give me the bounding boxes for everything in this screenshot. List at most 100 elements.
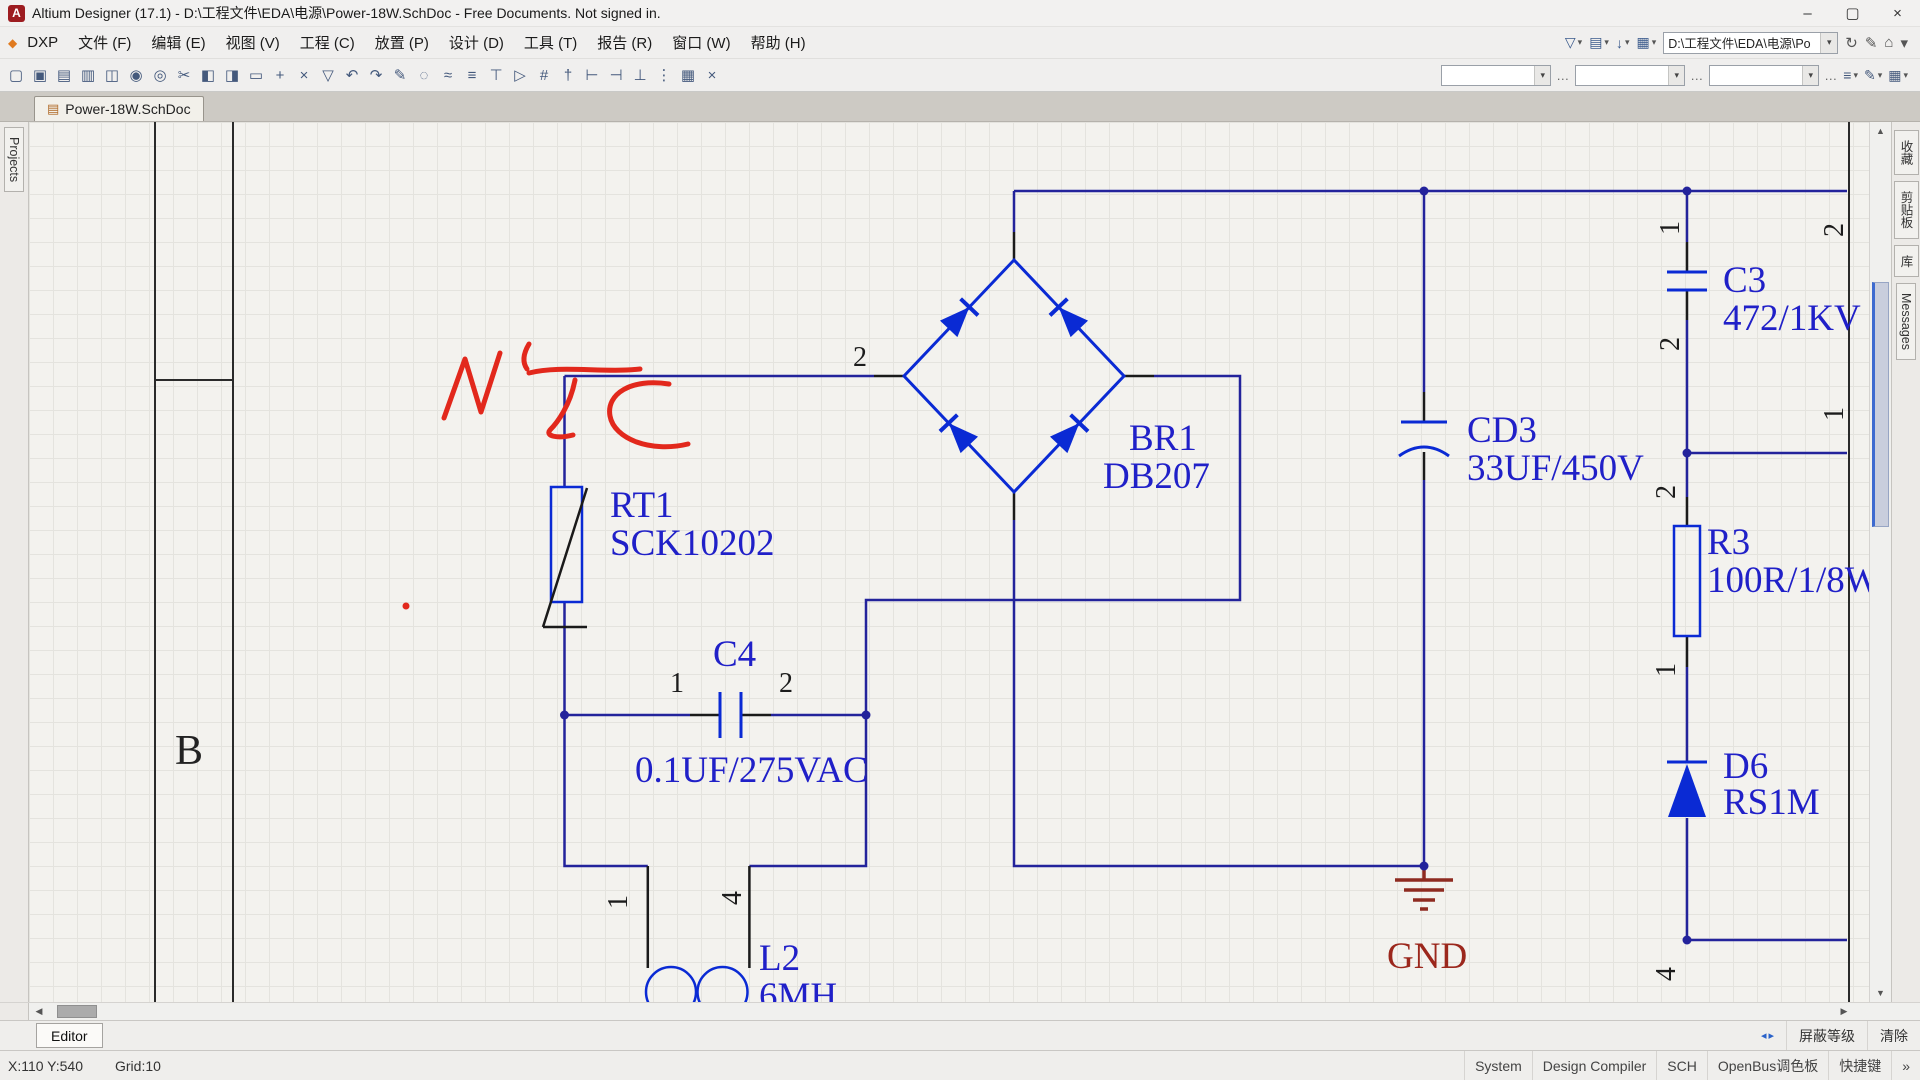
toolbar-icon[interactable]: ◉ [129, 67, 143, 84]
menubar-right-icon[interactable]: ▾ [1900, 34, 1908, 52]
thermistor-rt1[interactable] [541, 485, 589, 629]
chevron-down-icon[interactable]: ▾ [1802, 65, 1819, 85]
toolbar-icon[interactable]: ◌ [419, 66, 429, 84]
diode-d6[interactable] [1667, 760, 1707, 817]
toolbar-icon[interactable]: ▢ [8, 67, 24, 84]
d6-comment[interactable]: RS1M [1723, 782, 1820, 823]
menu-item[interactable]: 报告 (R) [597, 35, 653, 52]
status-panel-button[interactable]: SCH [1656, 1051, 1707, 1080]
toolbar-icon[interactable]: ▽ [322, 67, 334, 84]
toolbar-icon[interactable]: ✂ [177, 67, 191, 84]
c3-comment[interactable]: 472/1KV [1723, 298, 1861, 339]
br1-designator[interactable]: BR1 [1129, 418, 1197, 459]
document-path-combo[interactable]: D:\工程文件\EDA\电源\Po ▾ [1663, 31, 1839, 54]
c3-designator[interactable]: C3 [1723, 260, 1767, 301]
l2-designator[interactable]: L2 [759, 938, 801, 979]
menu-item[interactable]: 设计 (D) [448, 35, 504, 52]
rt1-comment[interactable]: SCK10202 [610, 523, 775, 564]
status-panel-button[interactable]: Design Compiler [1531, 1051, 1656, 1080]
scroll-right-arrow[interactable]: ▶ [1840, 1006, 1848, 1016]
toolbar-icon[interactable]: ▤ [56, 67, 72, 84]
toolbar-icon[interactable]: † [563, 66, 573, 84]
c4-comment[interactable]: 0.1UF/275VAC [635, 750, 868, 791]
vertical-scroll-thumb[interactable] [1872, 282, 1889, 527]
toolbar-dropdown-icon[interactable]: ▦ ▾ [1888, 67, 1908, 84]
toolbar-combo[interactable]: ▾ [1575, 64, 1686, 86]
wires[interactable] [563, 189, 1848, 942]
menubar-right-icon[interactable]: ⌂ [1884, 34, 1894, 51]
menu-item[interactable]: 工程 (C) [299, 35, 355, 52]
minimize-button[interactable]: – [1803, 4, 1812, 22]
scroll-down-arrow[interactable]: ▼ [1876, 988, 1885, 998]
toolbar-icon[interactable]: ≈ [443, 66, 453, 84]
r3-designator[interactable]: R3 [1707, 522, 1751, 563]
menubar-dropdown-icon[interactable]: ▤ ▾ [1589, 34, 1609, 51]
cd3-comment[interactable]: 33UF/450V [1467, 448, 1644, 489]
close-button[interactable]: × [1893, 4, 1902, 22]
toolbar-combo[interactable]: ▾ [1709, 64, 1820, 86]
toolbar-icon[interactable]: ↶ [345, 67, 359, 84]
status-panel-button[interactable]: » [1891, 1051, 1920, 1080]
toolbar-icon[interactable]: ▭ [248, 67, 264, 84]
menubar-right-icon[interactable]: ✎ [1864, 34, 1878, 52]
toolbar-combo[interactable]: ▾ [1441, 64, 1552, 86]
maximize-button[interactable]: ▢ [1845, 5, 1860, 22]
menubar-dropdown-icon[interactable]: ↓ ▾ [1616, 34, 1630, 51]
toolbar-icon[interactable]: ▷ [514, 67, 526, 84]
menubar-dropdown-icon[interactable]: ▽ ▾ [1565, 34, 1582, 51]
toolbar-dropdown-icon[interactable]: ✎ ▾ [1864, 67, 1882, 84]
toolbar-icon[interactable]: + [275, 66, 285, 84]
toolbar-icon[interactable]: ⊣ [609, 67, 623, 84]
gnd-power-port[interactable] [1395, 866, 1453, 911]
chevron-down-icon[interactable]: ▾ [1534, 65, 1551, 85]
editor-bar-button[interactable]: 清除 [1867, 1021, 1920, 1050]
right-panel-tab[interactable]: 库 [1893, 244, 1919, 277]
toolbar-icon[interactable]: × [707, 66, 717, 84]
toolbar-icon[interactable]: ⋮ [656, 67, 672, 84]
menu-item[interactable]: DXP [27, 34, 59, 51]
toolbar-overflow[interactable]: … [1690, 67, 1705, 83]
toolbar-icon[interactable]: ◫ [104, 67, 120, 84]
capacitor-cd3[interactable] [1398, 420, 1450, 458]
document-tab-power18w[interactable]: ▤ Power-18W.SchDoc [34, 96, 204, 121]
editor-bar-button[interactable]: 屏蔽等级 [1786, 1021, 1867, 1050]
hscroll-track[interactable] [49, 1003, 1834, 1020]
right-panel-tab[interactable]: 剪贴板 [1893, 181, 1919, 239]
panel-tab-projects[interactable]: Projects [4, 127, 24, 193]
toolbar-icon[interactable]: ↷ [369, 67, 383, 84]
toolbar-icon[interactable]: ▦ [680, 67, 696, 84]
chevron-down-icon[interactable]: ▾ [1820, 32, 1838, 53]
rt1-designator[interactable]: RT1 [610, 485, 674, 526]
br1-comment[interactable]: DB207 [1103, 456, 1210, 497]
toolbar-icon[interactable]: ≡ [467, 66, 477, 84]
l2-comment[interactable]: 6MH [759, 976, 838, 1002]
menu-item[interactable]: 文件 (F) [78, 35, 132, 52]
d6-designator[interactable]: D6 [1723, 746, 1769, 787]
c4-designator[interactable]: C4 [713, 634, 757, 675]
r3-comment[interactable]: 100R/1/8W [1707, 560, 1869, 601]
status-panel-button[interactable]: OpenBus调色板 [1706, 1051, 1828, 1080]
horizontal-scrollbar[interactable]: ◀ ▶ [0, 1002, 1920, 1020]
toolbar-dropdown-icon[interactable]: ≡ ▾ [1843, 67, 1858, 83]
scroll-left-arrow[interactable]: ◀ [35, 1006, 43, 1016]
inductor-l2[interactable] [644, 965, 749, 1002]
cd3-designator[interactable]: CD3 [1467, 410, 1537, 451]
toolbar-icon[interactable]: ⊥ [633, 67, 647, 84]
toolbar-icon[interactable]: ⊢ [585, 67, 599, 84]
resistor-r3[interactable] [1672, 524, 1702, 638]
toolbar-icon[interactable]: ✎ [393, 67, 407, 84]
right-panel-tab[interactable]: 收藏 [1893, 130, 1919, 175]
capacitor-c3[interactable] [1667, 270, 1707, 292]
menu-item[interactable]: 窗口 (W) [672, 35, 731, 52]
menu-item[interactable]: 编辑 (E) [151, 35, 206, 52]
editor-tab[interactable]: Editor [36, 1023, 103, 1048]
toolbar-icon[interactable]: ◎ [153, 67, 167, 84]
menu-item[interactable]: 帮助 (H) [750, 35, 806, 52]
toolbar-icon[interactable]: ◧ [200, 67, 216, 84]
mask-nav-arrows-icon[interactable]: ◂▸ [1760, 1030, 1776, 1042]
bridge-rectifier-br1[interactable] [901, 257, 1127, 495]
menu-item[interactable]: 放置 (P) [374, 35, 429, 52]
vertical-scrollbar[interactable]: ▲ ▼ [1869, 122, 1891, 1002]
toolbar-icon[interactable]: ◨ [224, 67, 240, 84]
menubar-right-icon[interactable]: ↻ [1845, 34, 1858, 52]
